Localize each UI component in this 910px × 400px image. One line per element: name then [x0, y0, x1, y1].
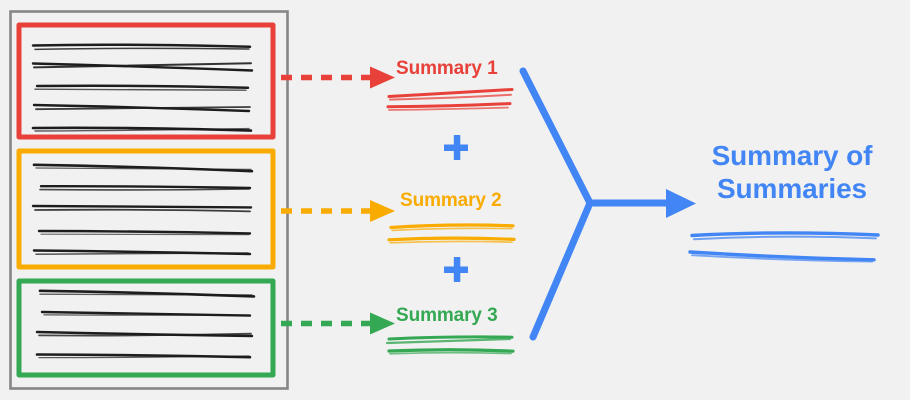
summary-2-label: Summary 2: [400, 190, 502, 211]
summary-of-summaries-label: Summary of Summaries: [702, 139, 882, 205]
summary-3-scribble: [385, 335, 515, 355]
summary-2-scribble: [387, 223, 516, 244]
source-document-border: [9, 10, 289, 390]
final-label-line-2: Summaries: [716, 173, 868, 205]
merge-connector: [519, 67, 696, 341]
chunk-2-group[interactable]: [16, 148, 276, 270]
arrow-chunk-3-to-summary-3: [281, 312, 395, 335]
chunk-2-box[interactable]: [16, 148, 276, 270]
final-output-scribble: [688, 231, 880, 263]
summary-1-label: Summary 1: [396, 58, 498, 79]
chunk-1-box[interactable]: [16, 22, 276, 140]
final-label-line-1: Summary of: [711, 140, 873, 171]
arrow-chunk-1-to-summary-1: [281, 66, 395, 89]
arrow-chunk-2-to-summary-2: [281, 200, 395, 222]
chunk-3-group[interactable]: [16, 278, 276, 378]
chunk-1-group[interactable]: [16, 22, 276, 140]
summary-1-scribble: [386, 88, 514, 111]
summary-3-label: Summary 3: [396, 305, 498, 326]
chunk-1-text-lines: [31, 43, 254, 132]
plus-2-icon: [444, 257, 468, 282]
chunk-3-box[interactable]: [16, 278, 276, 378]
chunk-3-text-lines: [35, 289, 256, 359]
chunk-2-text-lines: [31, 163, 254, 256]
plus-1-icon: [444, 135, 468, 160]
